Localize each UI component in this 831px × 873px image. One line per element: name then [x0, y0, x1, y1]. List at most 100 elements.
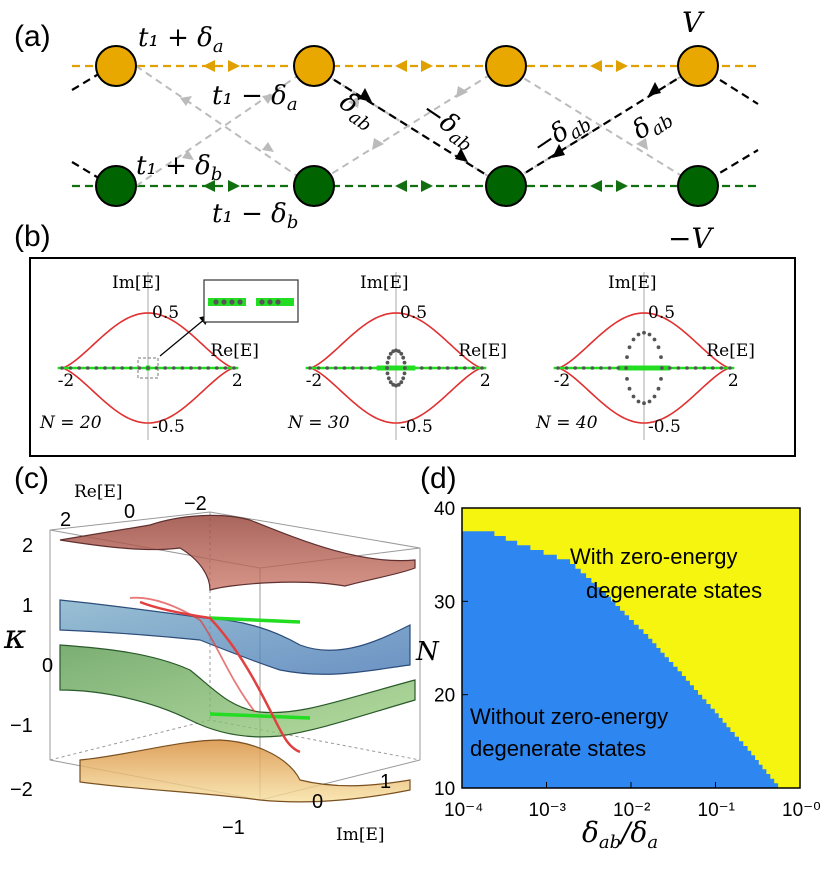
kappa-tick-0: 2 [22, 535, 33, 557]
eigenvalue-dot [386, 355, 391, 360]
eigenvalue-dot [625, 377, 629, 381]
inset-dot [229, 299, 235, 305]
label-V: V [682, 6, 705, 39]
im-label: Im[E] [360, 273, 409, 293]
n-label: N = 20 [39, 413, 102, 433]
zoom-box [137, 357, 159, 379]
eigenvalue-dot [711, 366, 715, 370]
upper-bound-curve [309, 312, 483, 369]
eigenvalue-dot [659, 355, 663, 359]
region-without-zero-energy [462, 508, 779, 788]
eigenvalue-dot [607, 366, 612, 370]
tick-right: 2 [232, 371, 243, 391]
eigenvalue-dot [420, 366, 424, 370]
eigenvalue-dot [624, 366, 628, 370]
eigenvalue-dot [68, 366, 73, 370]
tick-top: 0.5 [152, 303, 179, 323]
eigenvalue-dot [676, 366, 681, 370]
eigenvalue-dot [180, 366, 185, 370]
eigenvalue-dot [685, 366, 689, 370]
ep-line-top [209, 616, 301, 624]
eigenvalue-dot [223, 366, 228, 370]
kappa-tick-2: 0 [42, 655, 53, 677]
im-tick-2: 1 [380, 771, 391, 793]
eigenvalue-dot [60, 366, 64, 370]
eigenvalue-dot [232, 366, 236, 370]
eigenvalue-dot [120, 366, 124, 370]
label-d-ab-2: δab [627, 100, 677, 149]
eigenvalue-dot [403, 366, 407, 370]
eigenvalue-dot [399, 351, 404, 356]
inset-band-right [256, 298, 294, 306]
x-tick-label: 10⁻² [613, 800, 651, 821]
re-tick-1: 0 [124, 501, 135, 523]
eigenvalue-dot [428, 366, 433, 370]
eigenvalue-dot [111, 366, 116, 370]
interchain-gray-hoppings [135, 65, 699, 187]
re-tick-2: −2 [184, 493, 207, 515]
eigenvalue-dot [642, 330, 646, 335]
eigenvalue-dot [342, 366, 347, 370]
x-tick-label: 10⁻¹ [698, 800, 736, 821]
n-label: N = 30 [287, 413, 350, 433]
label-minus-d-ab-1: −δab [414, 95, 483, 157]
im-label: Im[E] [112, 273, 161, 293]
eigenvalue-dot [385, 371, 390, 376]
eigenvalue-dot [564, 366, 569, 370]
upper-bound-curve [61, 312, 235, 369]
x-tick-label: 10⁻⁰ [782, 800, 821, 821]
inset-dot [221, 299, 227, 305]
eigenvalue-dot [693, 366, 698, 370]
inset-dot [275, 299, 281, 305]
re-label: Re[E] [458, 341, 507, 361]
re-label: Re[E] [706, 341, 755, 361]
eigenvalue-dot [172, 366, 176, 370]
eigenvalue-dot [652, 337, 657, 342]
tick-left: -2 [306, 371, 323, 391]
panel-c: (c) Re[E] 2 0 −2 κ 2 1 0 −1 −2 [3, 462, 421, 845]
im-tick-0: −1 [222, 817, 245, 839]
eigenvalue-dot [402, 360, 407, 365]
eigenvalue-dot [391, 349, 396, 354]
panel-b-frame [29, 257, 796, 457]
eigenvalue-dot [652, 394, 657, 399]
eigenvalue-dot [556, 366, 560, 370]
eigenvalue-dot [351, 366, 355, 370]
lower-bound-curve [557, 367, 731, 424]
eigenvalue-dot [582, 366, 586, 370]
panel-label-b: (b) [14, 220, 51, 253]
eigenvalue-dot [359, 366, 364, 370]
eigenvalue-dot [401, 355, 406, 360]
eigenvalue-dot [401, 376, 406, 381]
tick-bottom: -0.5 [648, 417, 681, 437]
eigenvalue-dot [385, 360, 390, 365]
region-label-without-line1: Without zero-energy [470, 704, 668, 729]
eigenvalue-dot [437, 366, 441, 370]
region-label-without-line2: degenerate states [470, 736, 646, 761]
x-tick-label: 10⁻³ [529, 800, 567, 821]
kappa-label: κ [3, 617, 26, 657]
panel-label-d: (d) [420, 462, 457, 495]
eigenvalue-dot [636, 399, 641, 404]
tick-right: 2 [480, 371, 491, 391]
eigenvalue-dot [656, 386, 661, 391]
zoom-arrow [159, 314, 210, 357]
eigenvalue-dot [627, 345, 632, 350]
eigenvalue-dot [189, 366, 193, 370]
surface-band-3 [59, 644, 416, 738]
sites-b [95, 165, 719, 207]
kappa-tick-4: −2 [10, 779, 33, 801]
label-t1-plus-da: t₁ + δa [138, 23, 224, 57]
region-label-with-line1: With zero-energy [570, 544, 738, 569]
upper-bound-curve [557, 312, 731, 369]
eigenvalue-dot [388, 380, 393, 385]
eigenvalue-dot [599, 366, 603, 370]
surface-band-1 [59, 514, 416, 591]
eigenvalue-dot [631, 337, 636, 342]
y-tick-label: 20 [434, 686, 455, 707]
